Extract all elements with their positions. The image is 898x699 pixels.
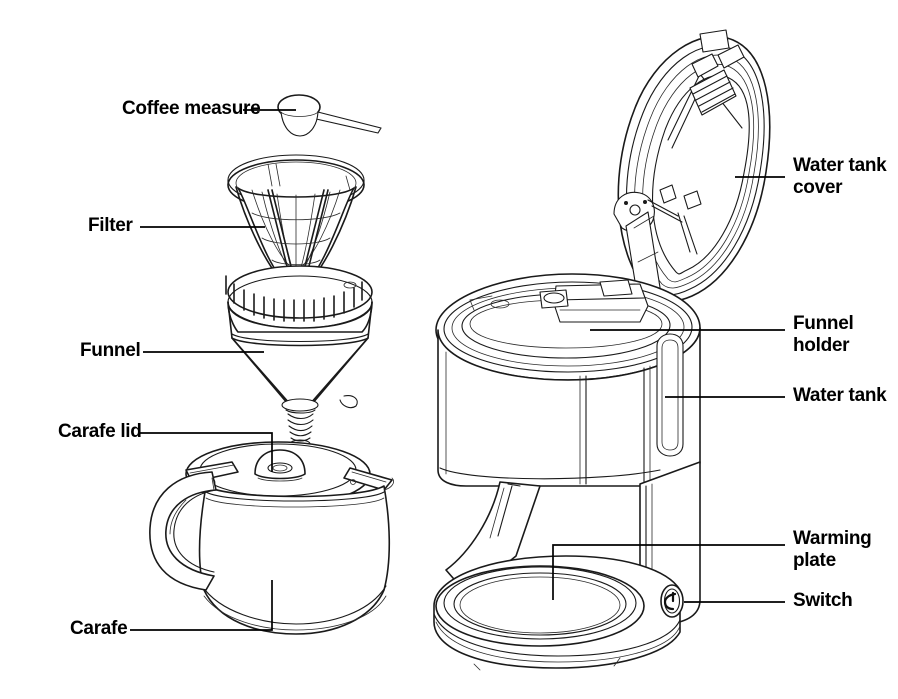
label-funnel-holder: Funnel holder — [793, 313, 854, 356]
funnel-part — [225, 265, 373, 449]
label-filter: Filter — [88, 215, 133, 236]
label-coffee-measure: Coffee measure — [122, 98, 261, 119]
carafe-lid-part — [185, 441, 393, 507]
label-water-tank: Water tank — [793, 385, 887, 406]
leader-carafe-lid — [140, 432, 273, 472]
carafe-part — [149, 471, 394, 635]
label-funnel: Funnel — [80, 340, 141, 361]
label-carafe: Carafe — [70, 618, 128, 639]
leader-lines — [130, 109, 785, 631]
label-carafe-lid: Carafe lid — [58, 421, 142, 442]
label-warming-plate: Warming plate — [793, 528, 872, 571]
label-switch: Switch — [793, 590, 853, 611]
water-tank-cover-part — [613, 29, 771, 313]
label-water-tank-cover: Water tank cover — [793, 155, 887, 198]
leader-carafe — [130, 580, 273, 631]
machine-body-part — [435, 273, 701, 487]
coffee-measure-part — [277, 94, 382, 137]
leader-warming-plate — [552, 544, 785, 600]
machine-base-part — [433, 461, 701, 671]
